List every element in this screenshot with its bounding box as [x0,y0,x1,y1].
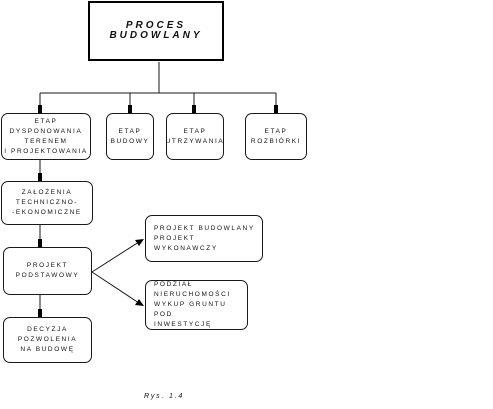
output-box-land-acquisition: PODZIAŁ NIERUCHOMOŚCI WYKUP GRUNTU POD I… [145,280,248,330]
output-label-line: PODZIAŁ NIERUCHOMOŚCI [154,281,231,298]
stage-label-line: I PROJEKTOWANIA [4,147,88,155]
step-box-building-permit: DECYZJA POZWOLENIA NA BUDOWĘ [3,317,92,363]
step-box-assumptions: ZAŁOŻENIA TECHNICZNO- -EKONOMICZNE [1,181,93,225]
arrow-head-step-1 [38,173,42,181]
connector-step2-to-output1 [91,239,143,273]
stage-label-line: ETAP [264,127,288,135]
arrow-head-stage-4 [274,105,278,113]
step-label-line: DECYZJA POZWOLENIA [17,326,78,343]
process-title: PROCES BUDOWLANY [109,20,203,41]
step-label-line: PODSTAWOWY [15,272,80,279]
stage-label-line: ETAP [183,127,207,135]
output-label-line: WYKUP GRUNTU POD [154,301,227,318]
connector-step2-to-output2 [91,271,143,306]
step-box-basic-design: PROJEKT PODSTAWOWY [3,247,92,295]
output-label-line: PROJEKT WYKONAWCZY [154,234,218,252]
stage-label-line: ROZBIÓRKI [250,137,302,145]
stage-label-line: ETAP [118,127,142,135]
output-box-projects: PROJEKT BUDOWLANY PROJEKT WYKONAWCZY [145,215,263,262]
stage-box-demolition: ETAP ROZBIÓRKI [245,113,307,160]
output-label-line: PROJEKT BUDOWLANY [154,224,255,232]
figure-caption: Rys. 1.4 [144,393,185,400]
arrow-head-output-2 [135,299,144,306]
process-title-box: PROCES BUDOWLANY [88,1,224,61]
arrow-head-stage-3 [192,105,196,113]
stage-label-line: ETAP DYSPONOWANIA [9,117,83,135]
stage-label-line: BUDOWY [110,137,150,145]
arrow-head-output-1 [135,239,144,246]
step-label-line: PROJEKT [26,262,69,269]
step-label-line: ZAŁOŻENIA TECHNICZNO- [15,189,79,206]
step-label-line: -EKONOMICZNE [12,209,82,216]
arrow-head-step-2 [38,239,42,247]
stage-box-maintenance: ETAP UTRZYWANIA [166,113,224,160]
stage-box-design: ETAP DYSPONOWANIA TERENEM I PROJEKTOWANI… [1,113,91,160]
stage-box-construction: ETAP BUDOWY [106,113,154,160]
arrow-head-step-3 [38,309,42,317]
arrow-head-stage-2 [128,105,132,113]
output-label-line: INWESTYCJĘ [154,321,212,328]
stage-label-line: TERENEM [24,137,68,145]
step-label-line: NA BUDOWĘ [20,346,75,353]
arrow-head-stage-1 [38,105,42,113]
stage-label-line: UTRZYWANIA [165,137,225,145]
